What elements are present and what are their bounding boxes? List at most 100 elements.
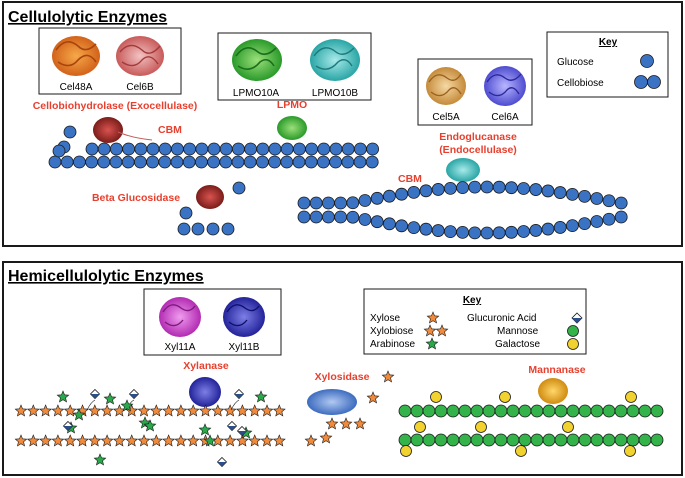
xylose-unit [260,404,274,417]
xyl11a-protein-icon [159,297,201,337]
key-glucuronic-acid-symbol [571,312,583,324]
beta-glucosidase-label: Beta Glucosidase [92,192,180,204]
key-cellobiose-label: Cellobiose [557,78,604,89]
glucose-unit [97,155,111,169]
glucose-unit [329,155,343,169]
glucose-unit [183,142,197,156]
mannose-unit [494,404,508,418]
glucose-unit [292,155,306,169]
glucose-unit [121,155,135,169]
glucuronic-acid-unit [89,388,101,400]
glucose-unit [566,219,579,233]
glucose-unit [85,142,99,156]
glucose-unit [60,155,74,169]
lpmo10b-protein-icon [310,39,360,81]
xylose-unit [248,404,262,417]
glucose-unit [255,155,269,169]
endoglucanase-bound-protein-icon [446,158,480,182]
mannose-unit [602,404,616,418]
galactose-unit [414,421,426,433]
glucuronic-acid-unit [62,420,74,432]
glucose-unit [195,142,209,156]
xylose-unit [260,434,274,447]
mannose-unit [578,433,592,447]
hemicellulose-chains [14,370,664,468]
xylose-unit [272,434,286,447]
mannose-unit [458,404,472,418]
glucose-unit [529,183,543,196]
mannose-unit [470,433,484,447]
xylose-unit [63,434,77,447]
glucose-unit [365,155,379,169]
lpmo10a-label: LPMO10A [233,88,279,99]
cel48a-protein-icon [52,36,100,76]
xylose-unit [26,404,40,417]
mannose-unit [578,404,592,418]
key-glucuronic-acid-label: Glucuronic Acid [467,313,536,324]
xylose-unit [100,434,114,447]
glucose-unit [146,142,160,156]
glucose-unit [468,226,482,240]
key-xylobiose-symbol-b [435,324,449,337]
xylose-unit [137,434,151,447]
mannose-unit [590,404,604,418]
glucose-unit [207,155,221,169]
galactose-unit [430,391,442,403]
xylose-unit [272,404,286,417]
glucose-unit [395,187,409,201]
galactose-unit [624,445,636,457]
glucose-unit [346,210,360,224]
glucose-unit [158,142,172,156]
glucose-unit [407,221,421,235]
cellulolytic-panel [2,1,683,247]
hemicellulolytic-title: Hemicellulolytic Enzymes [8,268,204,285]
arabinose-unit [93,453,107,466]
xylose-unit [26,434,40,447]
mannose-unit [650,433,664,447]
glucose-unit [480,226,494,240]
xylose-unit [223,434,237,447]
hemicellulolytic-panel [2,261,683,476]
mannose-unit [422,433,436,447]
glucose-unit [268,142,282,156]
glucose-unit [305,142,319,156]
glucose-unit [456,181,470,195]
mannose-unit [518,433,532,447]
xylose-unit [51,434,65,447]
free-glucose [206,222,220,236]
glucose-unit [194,155,208,169]
glucose-unit [231,155,245,169]
glucose-unit [341,155,355,169]
glucose-unit [468,180,482,194]
glucose-unit [358,213,372,226]
xylosidase-label: Xylosidase [315,371,370,383]
glucose-unit [207,142,221,156]
glucose-unit [370,191,384,205]
arabinose-unit [198,423,212,436]
cellulolytic-key-title: Key [599,37,618,48]
mannose-unit [410,404,424,418]
glucose-unit [243,155,257,169]
glucose-unit [517,182,530,195]
glucose-unit [304,155,318,169]
free-xylose [353,417,367,430]
mannose-unit [554,433,568,447]
glucose-unit [268,155,282,169]
free-glucose [177,222,191,236]
mannose-unit [434,433,448,447]
xylanase-label: Xylanase [183,360,229,372]
lpmo-label: LPMO [277,99,307,111]
mannose-unit [650,404,664,418]
glucose-unit [517,225,530,238]
glucose-unit [297,210,311,224]
xyl11a-label: Xyl11A [165,342,196,353]
cellulolytic-title: Cellulolytic Enzymes [8,9,167,26]
free-glucose [179,206,193,220]
key-cellobiose-symbol-b [647,75,661,89]
glucose-unit [443,225,457,239]
xylose-unit [14,434,28,447]
mannose-unit [422,404,436,418]
key-mannose-symbol [567,325,579,337]
endoglucanase-label-line1: Endoglucanase [439,131,517,143]
